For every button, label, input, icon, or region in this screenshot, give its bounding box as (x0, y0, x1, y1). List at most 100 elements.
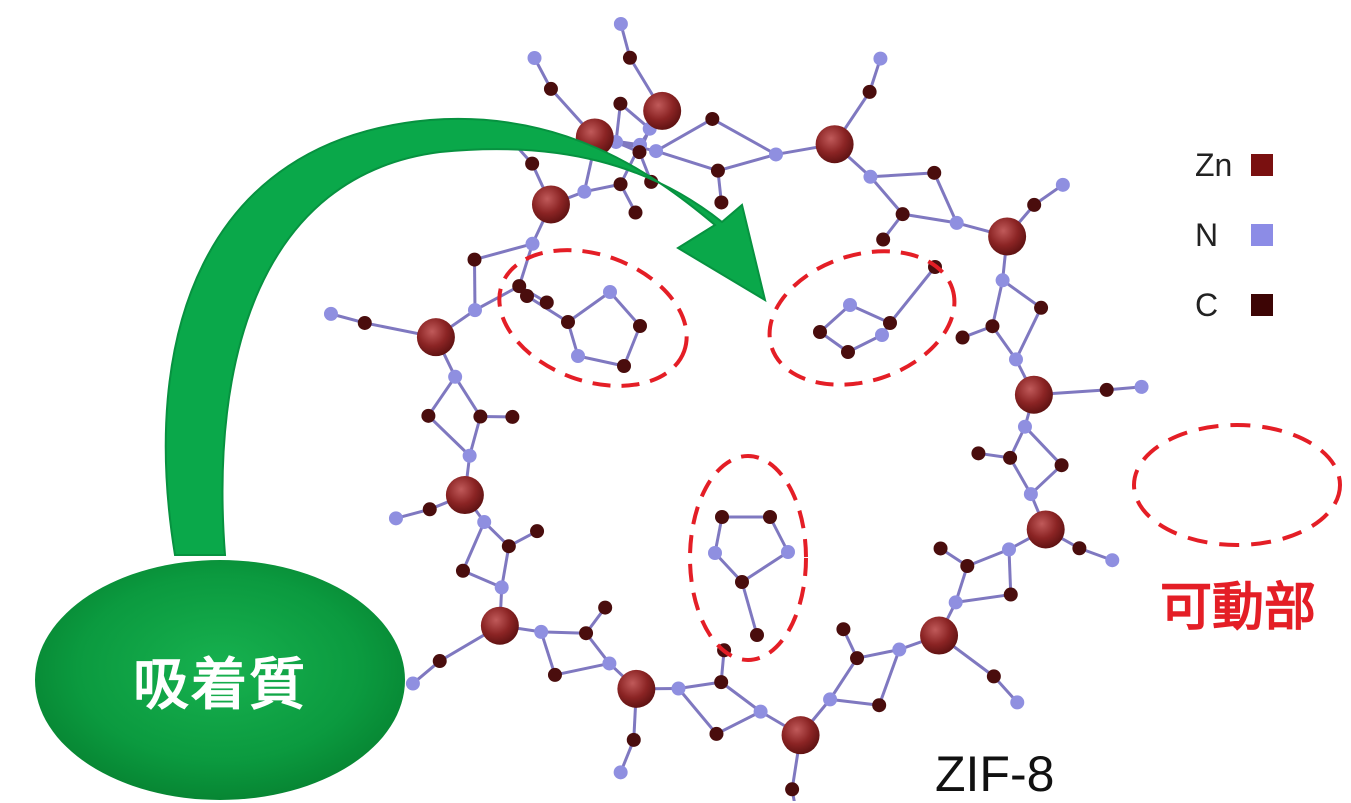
carbon-atom (520, 289, 534, 303)
nitrogen-atom (1135, 380, 1149, 394)
carbon-atom (883, 316, 897, 330)
bond (1016, 308, 1041, 360)
carbon-atom (1003, 451, 1017, 465)
carbon-atom (561, 315, 575, 329)
nitrogen-atom (1018, 420, 1032, 434)
nitrogen-atom (463, 449, 477, 463)
zinc-atom (816, 125, 854, 163)
zinc-atom (617, 670, 655, 708)
nitrogen-atom (577, 185, 591, 199)
carbon-atom (613, 97, 627, 111)
bond (578, 356, 624, 366)
legend-item-c: C (1195, 285, 1273, 325)
carbon-atom (1055, 458, 1069, 472)
carbon-atom (456, 564, 470, 578)
nitrogen-atom (1056, 178, 1070, 192)
carbon-atom (715, 510, 729, 524)
nitrogen-atom (389, 511, 403, 525)
carbon-atom (763, 510, 777, 524)
zinc-atom (988, 217, 1026, 255)
carbon-atom (1072, 541, 1086, 555)
carbon-atom (1034, 301, 1048, 315)
legend-swatch (1251, 294, 1273, 316)
carbon-atom (960, 559, 974, 573)
carbon-atom (750, 628, 764, 642)
carbon-atom (544, 82, 558, 96)
carbon-atom (629, 206, 643, 220)
bond (475, 244, 533, 260)
legend-label: C (1195, 287, 1251, 324)
nitrogen-atom (672, 681, 686, 695)
carbon-atom (896, 207, 910, 221)
carbon-atom (711, 164, 725, 178)
carbon-atom (785, 782, 799, 796)
zinc-atom (643, 92, 681, 130)
carbon-atom (614, 177, 628, 191)
nitrogen-atom (875, 328, 889, 342)
nitrogen-atom (324, 307, 338, 321)
nitrogen-atom (873, 52, 887, 66)
mobile-part-highlight-left (480, 226, 705, 411)
bond (712, 119, 776, 154)
bond (555, 663, 609, 674)
bond (890, 267, 935, 323)
bond (721, 682, 760, 711)
nitrogen-atom (1002, 542, 1016, 556)
bond (1025, 427, 1062, 465)
carbon-atom (548, 668, 562, 682)
carbon-atom (705, 112, 719, 126)
nitrogen-atom (571, 349, 585, 363)
carbon-atom (502, 539, 516, 553)
zinc-atom (481, 607, 519, 645)
bond (830, 658, 857, 699)
nitrogen-atom (649, 144, 663, 158)
framework-name-label: ZIF-8 (935, 745, 1054, 803)
carbon-atom (1100, 383, 1114, 397)
zinc-atom (417, 318, 455, 356)
legend-swatch (1251, 154, 1273, 176)
bond (830, 699, 879, 705)
carbon-atom (714, 195, 728, 209)
carbon-atom (956, 331, 970, 345)
zinc-atom (446, 476, 484, 514)
carbon-atom (627, 733, 641, 747)
carbon-atom (598, 601, 612, 615)
nitrogen-atom (468, 303, 482, 317)
bond (934, 173, 956, 223)
nitrogen-atom (448, 370, 462, 384)
zinc-atom (920, 617, 958, 655)
nitrogen-atom (769, 147, 783, 161)
bond (903, 214, 957, 223)
carbon-atom (709, 727, 723, 741)
carbon-atom (579, 626, 593, 640)
bond (879, 650, 899, 706)
legend-item-n: N (1195, 215, 1273, 255)
bond (992, 280, 1002, 326)
carbon-atom (836, 622, 850, 636)
carbon-atom (525, 157, 539, 171)
carbon-atom (617, 359, 631, 373)
nitrogen-atom (495, 580, 509, 594)
nitrogen-atom (781, 545, 795, 559)
bond (463, 522, 484, 571)
bond (742, 582, 757, 635)
nitrogen-atom (996, 273, 1010, 287)
carbon-atom (863, 85, 877, 99)
carbon-atom (987, 669, 1001, 683)
bond (716, 712, 760, 734)
zinc-atom (532, 185, 570, 223)
carbon-atom (850, 651, 864, 665)
bond (870, 177, 902, 214)
carbon-atom (714, 675, 728, 689)
carbon-atom (1004, 588, 1018, 602)
legend-label: N (1195, 217, 1251, 254)
nitrogen-atom (406, 677, 420, 691)
legend-label: Zn (1195, 147, 1251, 184)
carbon-atom (971, 446, 985, 460)
carbon-atom (841, 345, 855, 359)
carbon-atom (530, 524, 544, 538)
legend-swatch (1251, 224, 1273, 246)
zinc-atom (782, 716, 820, 754)
nitrogen-atom (1010, 695, 1024, 709)
mobile-part-highlight-right (752, 229, 972, 408)
